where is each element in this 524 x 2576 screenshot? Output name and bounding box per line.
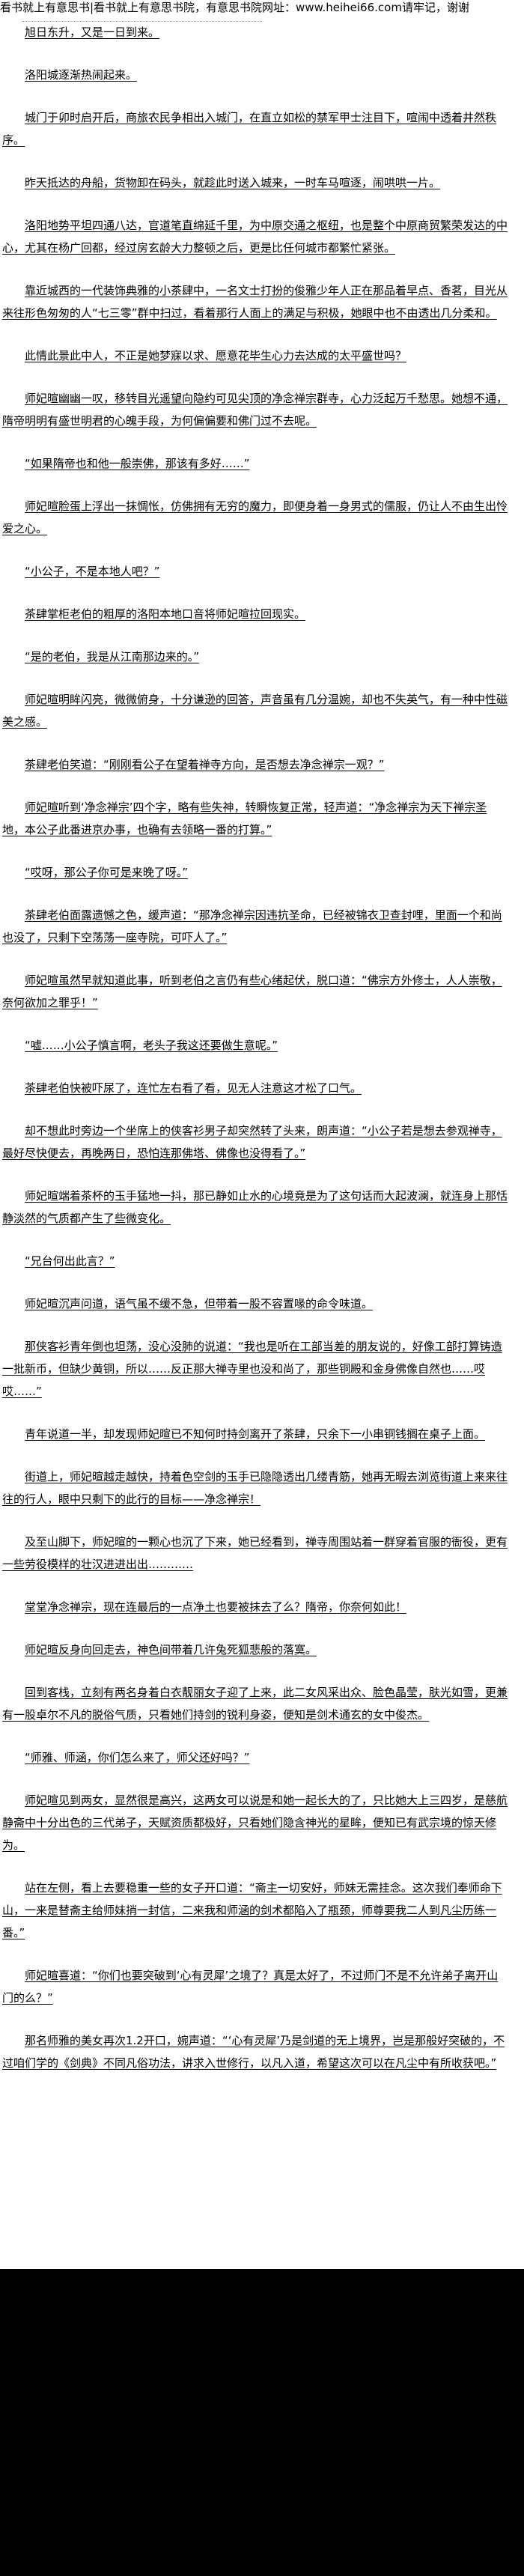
paragraph: 茶肆掌柜老伯的粗厚的洛阳本地口音将师妃暄拉回现实。 <box>25 607 306 621</box>
blank-footer-area <box>0 2269 524 2576</box>
paragraph: 靠近城西的一代装饰典雅的小茶肆中，一名文士打扮的俊雅少年人正在那品着早点、香茗，… <box>2 284 508 320</box>
paragraph: 回到客栈，立刻有两名身着白衣靓丽女子迎了上来，此二女风采出众、脸色晶莹，肤光如雪… <box>2 1686 508 1722</box>
paragraph: “哎呀，那公子你可是来晚了呀。” <box>25 866 189 879</box>
paragraph: 昨天抵达的舟船，货物卸在码头，就趁此时送入城来，一时车马喧逐，闹哄哄一片。 <box>25 176 441 189</box>
paragraph: “如果隋帝也和他一般崇佛，那该有多好……” <box>25 457 250 470</box>
paragraph: 师妃暄脸蛋上浮出一抹惆怅，仿佛拥有无穷的魔力，即便身着一身男式的儒服，仍让人不由… <box>2 499 508 535</box>
paragraph: 师妃暄端着茶杯的玉手猛地一抖，那已静如止水的心境竟是为了这句话而大起波澜，就连身… <box>2 1189 508 1225</box>
paragraph: 师妃暄明眸闪亮，微微俯身，十分谦逊的回答，声音虽有几分温婉，却也不失英气，有一种… <box>2 693 508 729</box>
paragraph: 师妃暄听到‘净念禅宗’四个字，略有些失神，转瞬恢复正常，轻声道：“净念禅宗为天下… <box>2 801 487 836</box>
paragraph: “是的老伯，我是从江南那边来的。” <box>25 650 200 663</box>
paragraph: 街道上，师妃暄越走越快，持着色空剑的玉手已隐隐透出几缕青筋，她再无暇去浏览街道上… <box>2 1470 508 1506</box>
paragraph: 旭日东升，又是一日到来。 <box>25 25 160 39</box>
paragraph: 师妃暄沉声问道，语气虽不缓不急，但带着一股不容置喙的命令味道。 <box>25 1297 374 1310</box>
paragraph: “师雅、师涵，你们怎么来了，师父还好吗？” <box>25 1751 250 1764</box>
paragraph: 师妃暄虽然早就知道此事，听到老伯之言仍有些心绪起伏，脱口道：“佛宗方外修士，人人… <box>2 973 502 1009</box>
paragraph: 站在左侧，看上去要稳重一些的女子开口道：“斋主一切安好，师妹无需挂念。这次我们奉… <box>2 1881 502 1939</box>
paragraph: 师妃暄幽幽一叹，移转目光遥望向隐约可见尖顶的净念禅宗群寺，心力泛起万千愁思。她想… <box>2 392 508 428</box>
paragraph: 及至山脚下，师妃暄的一颗心也沉了下来，她已经看到，禅寺周围站着一群穿着官服的衙役… <box>2 1535 508 1571</box>
site-banner: 看书就上有意思书|看书就上有意思书院，有意思书院网址：www.heihei66.… <box>0 1 469 14</box>
paragraph: “兄台何出此言？” <box>25 1254 115 1268</box>
paragraph: 青年说道一半，却发现师妃暄已不知何时持剑离开了茶肆，只余下一小串铜钱搁在桌子上面… <box>25 1427 486 1441</box>
chapter-text: 旭日东升，又是一日到来。洛阳城逐渐热闹起来。城门于卯时启开后，商旅农民争相出入城… <box>2 21 508 2094</box>
divider <box>22 21 262 23</box>
paragraph: 洛阳城逐渐热闹起来。 <box>25 68 138 82</box>
paragraph: 茶肆老伯面露遗憾之色，缓声道：“那净念禅宗因违抗圣命，已经被锦衣卫查封哩，里面一… <box>2 908 502 944</box>
paragraph: 茶肆老伯快被吓尿了，连忙左右看了看，见无人注意这才松了口气。 <box>25 1081 362 1095</box>
paragraph: 却不想此时旁边一个坐席上的侠客衫男子却突然转了头来，朗声道：“小公子若是想去参观… <box>2 1124 502 1160</box>
paragraph: 茶肆老伯笑道：“刚刚看公子在望着禅寺方向，是否想去净念禅宗一观？” <box>25 758 385 771</box>
paragraph: 师妃暄反身向回走去，神色间带着几许兔死狐悲般的落寞。 <box>25 1643 317 1656</box>
paragraph: 此情此景此中人，不正是她梦寐以求、愿意花毕生心力去达成的太平盛世吗？ <box>25 349 407 362</box>
paragraph: 那侠客衫青年倒也坦荡，没心没肺的说道：“我也是听在工部当差的朋友说的，好像工部打… <box>2 1340 502 1398</box>
paragraph: 那名师雅的美女再次1.2开口，婉声道：“‘心有灵犀’乃是剑道的无上境界，岂是那般… <box>2 2034 505 2070</box>
paragraph: 师妃暄见到两女，显然很是高兴，这两女可以说是和她一起长大的了，只比她大上三四岁，… <box>2 1793 508 1852</box>
paragraph: “嘘……小公子慎言啊，老头子我这还要做生意呢。” <box>25 1039 278 1052</box>
paragraph: 堂堂净念禅宗，现在连最后的一点净土也要被抹去了么？隋帝，你奈何如此！ <box>25 1600 407 1614</box>
paragraph: “小公子，不是本地人吧？” <box>25 565 160 578</box>
paragraph: 师妃暄喜道：“你们也要突破到‘心有灵犀’之境了？真是太好了，不过师门不是不允许弟… <box>2 1969 499 2005</box>
paragraph: 洛阳地势平坦四通八达，官道笔直绵延千里，为中原交通之枢纽，也是整个中原商贸繁荣发… <box>2 219 508 255</box>
paragraph: 城门于卯时启开后，商旅农民争相出入城门，在直立如松的禁军甲士注目下，喧闹中透着井… <box>2 111 497 147</box>
